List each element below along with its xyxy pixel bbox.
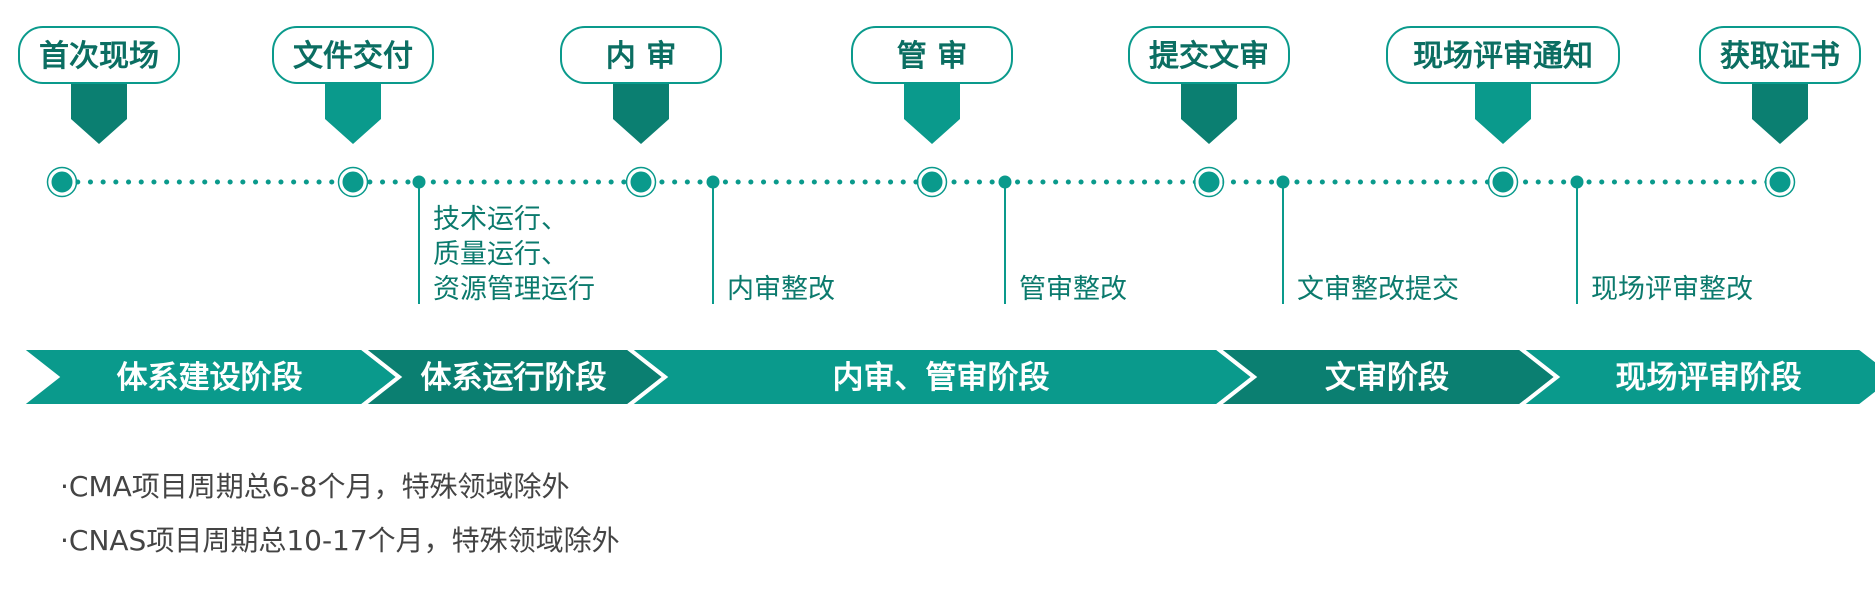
milestone-pointer	[904, 82, 960, 144]
sub-step-4: 文审整改提交	[1276, 175, 1459, 305]
phase-label: 内审、管审阶段	[833, 360, 1050, 396]
milestone-box	[560, 26, 722, 84]
sub-step-text: 管审整改	[1019, 274, 1127, 305]
milestone-1: 首次现场	[18, 26, 180, 144]
milestone-5: 提交文审	[1128, 26, 1290, 144]
timeline-node	[918, 168, 946, 196]
milestone-box	[1699, 26, 1861, 84]
milestone-7: 获取证书	[1699, 26, 1861, 144]
note-line-2: ·CNAS项目周期总10-17个月，特殊领域除外	[60, 524, 620, 557]
timeline-node-ring	[1193, 166, 1225, 198]
timeline-node	[1766, 168, 1794, 196]
timeline-node-ring	[625, 166, 657, 198]
sub-step-text: 技术运行、	[433, 204, 568, 235]
milestone-box	[1386, 26, 1620, 84]
sub-step-text: 内审整改	[727, 274, 835, 305]
timeline-node-ring	[1764, 166, 1796, 198]
milestone-label: 提交文审	[1149, 39, 1269, 74]
phase-2: 体系运行阶段	[356, 346, 669, 408]
milestone-box	[18, 26, 180, 84]
milestone-pointer	[325, 82, 381, 144]
milestone-box	[1128, 26, 1290, 84]
timeline-node-ring	[1487, 166, 1519, 198]
sub-step-text: 现场评审整改	[1591, 274, 1753, 305]
sub-step-text: 资源管理运行	[433, 274, 595, 305]
timeline-node	[339, 168, 367, 196]
phase-1: 体系建设阶段	[14, 346, 403, 408]
milestone-3: 内 审	[560, 26, 722, 144]
milestone-pointer	[1752, 82, 1808, 144]
milestone-pointer	[71, 82, 127, 144]
phase-chevron	[1514, 346, 1875, 408]
milestone-label: 获取证书	[1720, 39, 1840, 74]
sub-step-text: 文审整改提交	[1297, 274, 1459, 305]
milestone-box	[272, 26, 434, 84]
milestone-4: 管 审	[851, 26, 1013, 144]
timeline-node	[627, 168, 655, 196]
milestone-6: 现场评审通知	[1386, 26, 1620, 144]
timeline-node-ring	[46, 166, 78, 198]
sub-step-5: 现场评审整改	[1570, 175, 1753, 305]
phase-label: 文审阶段	[1325, 360, 1449, 396]
timeline-node	[1195, 168, 1223, 196]
phase-3: 内审、管审阶段	[622, 346, 1258, 408]
note-line-1: ·CMA项目周期总6-8个月，特殊领域除外	[60, 470, 570, 503]
phase-5: 现场评审阶段	[1514, 346, 1875, 408]
phase-label: 现场评审阶段	[1616, 360, 1802, 396]
milestone-label: 文件交付	[293, 39, 413, 74]
phase-4: 文审阶段	[1211, 346, 1561, 408]
sub-step-1: 技术运行、质量运行、资源管理运行	[412, 175, 595, 305]
sub-step-text: 质量运行、	[433, 239, 568, 270]
timeline-node	[1489, 168, 1517, 196]
phase-label: 体系建设阶段	[117, 360, 303, 396]
timeline-node-ring	[916, 166, 948, 198]
milestone-label: 首次现场	[39, 39, 159, 74]
milestone-pointer	[613, 82, 669, 144]
milestone-label: 管 审	[897, 39, 967, 74]
milestone-pointer	[1475, 82, 1531, 144]
milestone-pointer	[1181, 82, 1237, 144]
timeline-node	[48, 168, 76, 196]
milestone-2: 文件交付	[272, 26, 434, 144]
timeline-node-ring	[337, 166, 369, 198]
milestone-box	[851, 26, 1013, 84]
sub-step-3: 管审整改	[998, 175, 1127, 305]
milestone-label: 现场评审通知	[1413, 39, 1593, 74]
milestone-label: 内 审	[606, 39, 676, 74]
sub-step-2: 内审整改	[706, 175, 835, 305]
phase-label: 体系运行阶段	[421, 360, 607, 396]
